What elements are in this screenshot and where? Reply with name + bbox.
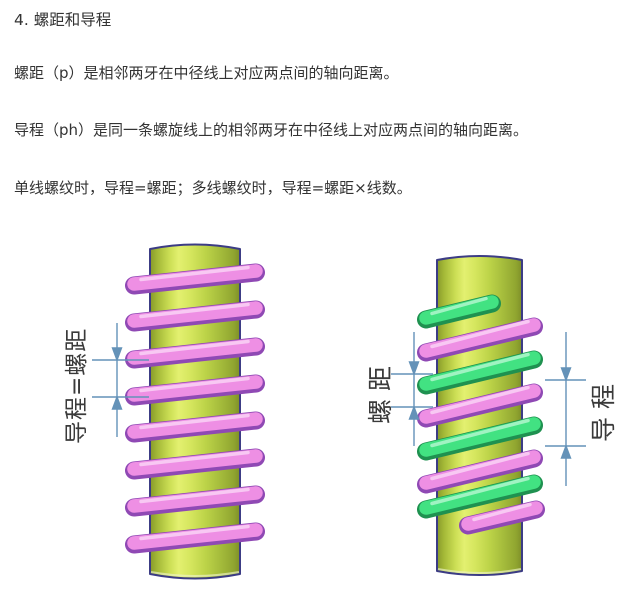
lead-label: 导程: [589, 376, 618, 442]
pitch-dimension: [391, 332, 433, 446]
dimension-arrow-up-icon: [560, 445, 572, 459]
green-thread-top-end: [417, 294, 501, 329]
left-screw-dimension-label: 导程=螺距: [64, 328, 90, 444]
paragraph-lead-definition: 导程（ph）是同一条螺旋线上的相邻两牙在中径线上对应两点间的轴向距离。: [14, 121, 529, 139]
pink-thread-bottom-end: [459, 500, 545, 535]
paragraph-lead-formula: 单线螺纹时，导程=螺距；多线螺纹时，导程=螺距×线数。: [14, 179, 412, 197]
right-screw: [417, 255, 545, 576]
right-screw-threads: [417, 294, 545, 535]
lead-equals-pitch-dimension: [92, 323, 149, 437]
lead-dimension: [545, 332, 586, 486]
dimension-arrow-up-icon: [408, 406, 420, 420]
left-screw: [134, 243, 256, 580]
paragraph-pitch-definition: 螺距（p）是相邻两牙在中径线上对应两点间的轴向距离。: [14, 64, 399, 82]
dimension-arrow-down-icon: [111, 347, 123, 361]
dimension-arrow-down-icon: [408, 361, 420, 375]
section-title: 4. 螺距和导程: [14, 11, 112, 29]
dimension-arrow-down-icon: [560, 367, 572, 381]
pitch-label: 螺距: [366, 358, 395, 424]
dimension-arrow-up-icon: [111, 396, 123, 410]
